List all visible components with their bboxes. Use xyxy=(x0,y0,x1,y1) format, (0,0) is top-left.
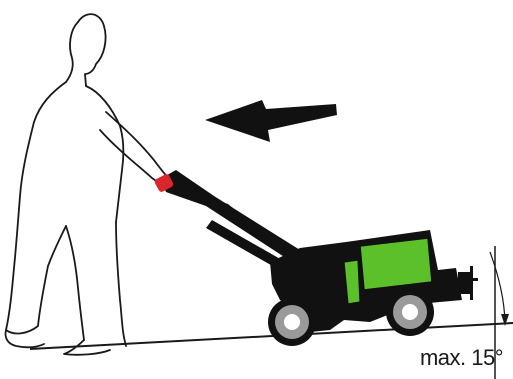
rear-wheel xyxy=(386,288,434,336)
battery-panel xyxy=(360,238,432,290)
max-angle-label: max. 15° xyxy=(420,345,503,371)
person-silhouette-icon xyxy=(5,14,176,355)
angle-arc xyxy=(490,252,505,322)
electric-tug-icon xyxy=(154,170,478,346)
front-wheel xyxy=(268,298,316,346)
arrow-left-icon xyxy=(205,100,337,142)
